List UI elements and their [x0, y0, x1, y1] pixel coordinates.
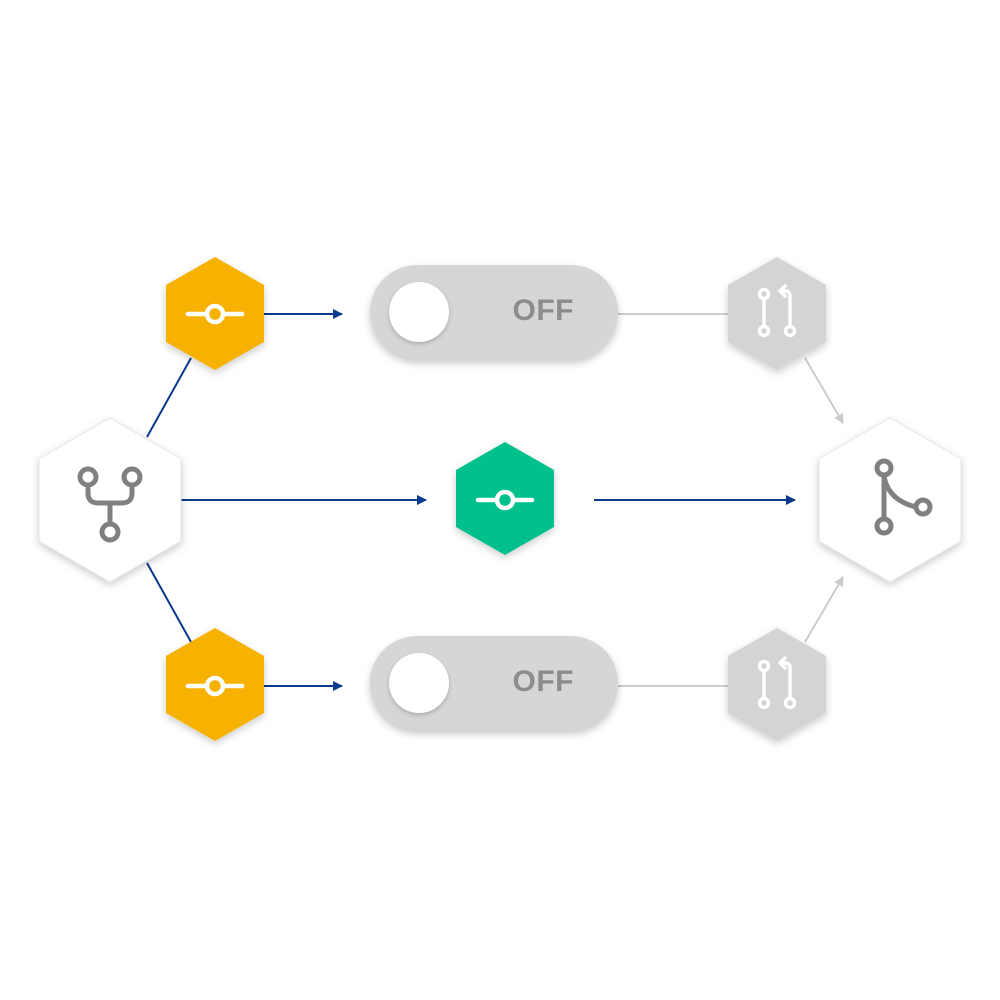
git-fork-icon — [77, 466, 143, 543]
pull-request-node-top-hexagon — [728, 257, 826, 370]
feature-node-bottom[interactable] — [166, 628, 264, 741]
feature-node-middle-hexagon — [456, 442, 554, 555]
edge-fork-to-bottom — [146, 562, 192, 643]
toggle-switch-top[interactable]: OFF — [370, 265, 618, 359]
toggle-state-label: OFF — [512, 294, 574, 327]
pull-request-node-top[interactable] — [728, 257, 826, 370]
arrow-pr-bottom-to-merge — [804, 576, 844, 643]
toggle-knob — [389, 282, 449, 342]
pull-request-icon — [757, 284, 797, 338]
git-commit-icon — [475, 489, 535, 511]
fork-node[interactable] — [38, 417, 182, 583]
connectors — [146, 309, 844, 691]
git-merge-icon — [874, 458, 933, 536]
toggle-switch-bottom[interactable]: OFF — [370, 636, 618, 730]
feature-node-top-hexagon — [166, 257, 264, 370]
merge-node[interactable] — [818, 417, 962, 583]
pull-request-node-bottom-hexagon — [728, 628, 826, 741]
git-commit-icon — [185, 303, 245, 325]
pull-request-icon — [757, 656, 797, 710]
feature-node-top[interactable] — [166, 257, 264, 370]
edge-fork-to-top — [146, 357, 192, 438]
pull-request-node-bottom[interactable] — [728, 628, 826, 741]
merge-node-hexagon — [818, 417, 962, 583]
toggle-state-label: OFF — [512, 665, 574, 698]
fork-node-hexagon — [38, 417, 182, 583]
git-commit-icon — [185, 675, 245, 697]
arrow-pr-top-to-merge — [804, 357, 844, 424]
toggle-knob — [389, 653, 449, 713]
feature-node-bottom-hexagon — [166, 628, 264, 741]
feature-node-middle[interactable] — [456, 442, 554, 555]
